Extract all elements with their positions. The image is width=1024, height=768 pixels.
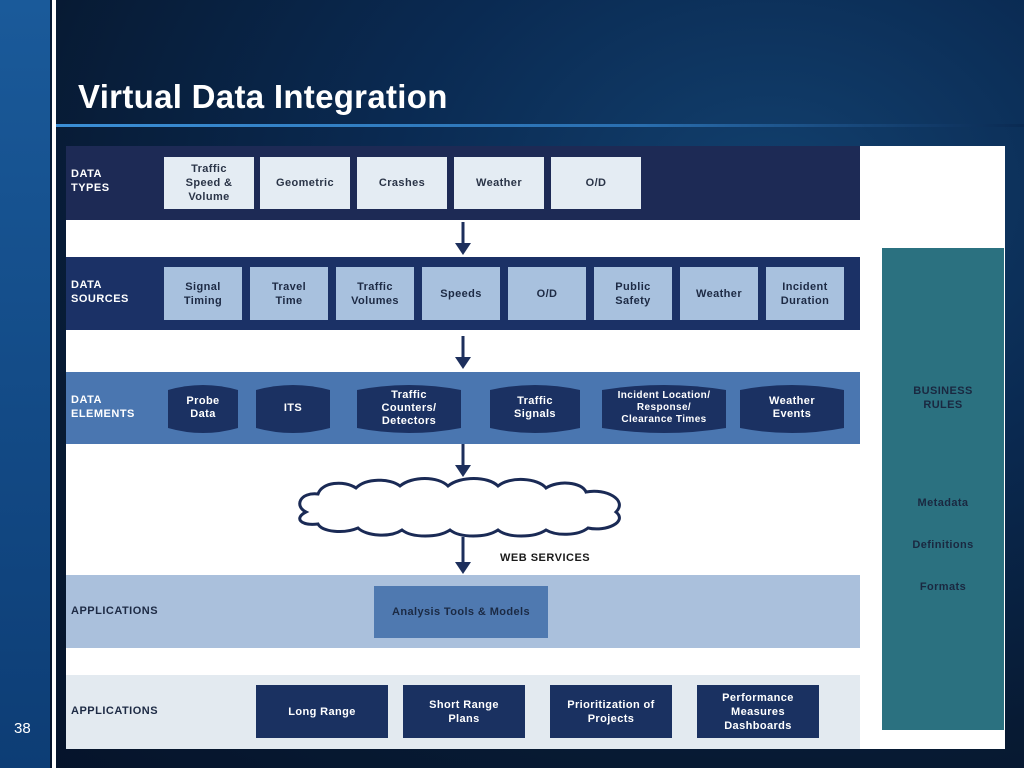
side-item-metadata: Metadata bbox=[917, 497, 969, 509]
left-accent-line bbox=[52, 0, 56, 768]
data-type-traffic-speed-volume: Traffic Speed & Volume bbox=[164, 157, 254, 209]
cylinder-label: Traffic Signals bbox=[514, 395, 556, 420]
business-rules-panel: BUSINESS RULES Metadata Definitions Form… bbox=[882, 248, 1004, 730]
data-source-speeds: Speeds bbox=[422, 267, 500, 320]
side-item-definitions: Definitions bbox=[912, 539, 974, 551]
data-type-geometric: Geometric bbox=[260, 157, 350, 209]
band-label-applications: APPLICATIONS bbox=[71, 605, 159, 617]
cylinder-traffic-counters: Traffic Counters/ Detectors bbox=[357, 382, 461, 434]
down-arrow-icon bbox=[455, 222, 471, 255]
cylinder-label: Probe Data bbox=[186, 395, 220, 420]
down-arrow-icon bbox=[455, 336, 471, 369]
cylinder-label: Incident Location/ Response/ Clearance T… bbox=[617, 390, 711, 425]
data-type-weather: Weather bbox=[454, 157, 544, 209]
data-source-public-safety: Public Safety bbox=[594, 267, 672, 320]
band-data-elements: DATA ELEMENTS Probe Data ITS Traffic Cou… bbox=[66, 372, 860, 444]
band-data-types: DATA TYPES Traffic Speed & Volume Geomet… bbox=[66, 146, 860, 220]
cylinder-incident-location: Incident Location/ Response/ Clearance T… bbox=[602, 382, 726, 434]
band-applications-primary: APPLICATIONS Analysis Tools & Models bbox=[66, 575, 860, 648]
data-source-od: O/D bbox=[508, 267, 586, 320]
page-number: 38 bbox=[14, 720, 31, 737]
diagram-canvas: DATA TYPES Traffic Speed & Volume Geomet… bbox=[66, 146, 1005, 749]
data-type-od: O/D bbox=[551, 157, 641, 209]
band-data-sources: DATA SOURCES Signal Timing Travel Time T… bbox=[66, 257, 860, 330]
business-rules-title: BUSINESS RULES bbox=[913, 385, 973, 411]
down-arrow-icon bbox=[455, 537, 471, 574]
cylinder-label: Traffic Counters/ Detectors bbox=[381, 388, 437, 427]
app-long-range: Long Range bbox=[256, 685, 388, 738]
data-source-traffic-volumes: Traffic Volumes bbox=[336, 267, 414, 320]
band-label-data-types: DATA TYPES bbox=[71, 168, 110, 194]
band-label-data-elements: DATA ELEMENTS bbox=[71, 394, 135, 420]
slide-title: Virtual Data Integration bbox=[78, 78, 448, 115]
cylinder-label: Weather Events bbox=[769, 395, 815, 420]
web-services-label: WEB SERVICES bbox=[500, 552, 591, 564]
app-prioritization-of-projects: Prioritization of Projects bbox=[550, 685, 672, 738]
cylinder-traffic-signals: Traffic Signals bbox=[490, 382, 580, 434]
app-analysis-tools-models: Analysis Tools & Models bbox=[374, 586, 548, 638]
app-short-range-plans: Short Range Plans bbox=[403, 685, 525, 738]
data-source-travel-time: Travel Time bbox=[250, 267, 328, 320]
band-label-applications: APPLICATIONS bbox=[71, 705, 159, 717]
left-accent-bar bbox=[0, 0, 50, 768]
data-source-incident-duration: Incident Duration bbox=[766, 267, 844, 320]
cloud-icon bbox=[298, 477, 621, 538]
title-underline bbox=[56, 124, 1024, 127]
cylinder-weather-events: Weather Events bbox=[740, 382, 844, 434]
data-type-crashes: Crashes bbox=[357, 157, 447, 209]
cylinder-label: ITS bbox=[283, 401, 303, 414]
down-arrow-icon bbox=[455, 444, 471, 477]
app-performance-measures-dashboards: Performance Measures Dashboards bbox=[697, 685, 819, 738]
band-applications-secondary: APPLICATIONS Long Range Short Range Plan… bbox=[66, 675, 860, 749]
cylinder-its: ITS bbox=[256, 382, 330, 434]
band-label-data-sources: DATA SOURCES bbox=[71, 279, 129, 305]
data-source-weather: Weather bbox=[680, 267, 758, 320]
side-item-formats: Formats bbox=[919, 581, 967, 593]
data-source-signal-timing: Signal Timing bbox=[164, 267, 242, 320]
cylinder-probe-data: Probe Data bbox=[168, 382, 238, 434]
